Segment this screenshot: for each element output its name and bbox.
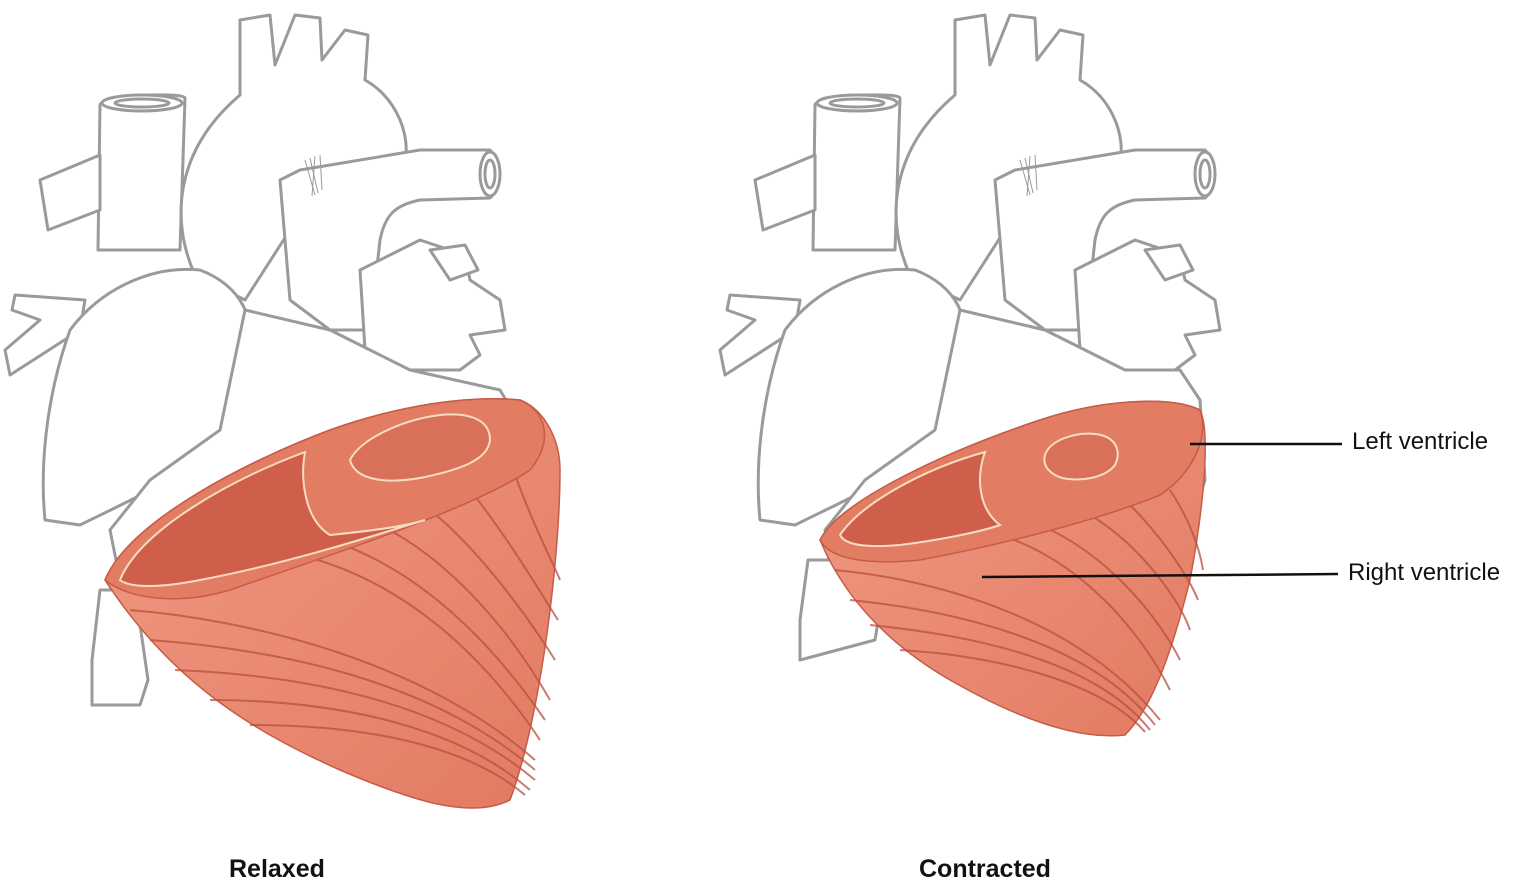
ligament-fibers xyxy=(1019,154,1038,197)
right-ventricle-label: Right ventricle xyxy=(1348,559,1501,586)
ligament-fibers xyxy=(304,154,323,197)
contracted-heart-panel: Left ventricle Right ventricle Contracte… xyxy=(700,0,1536,888)
relaxed-heart-panel: Relaxed xyxy=(0,0,620,888)
left-ventricle-label: Left ventricle xyxy=(1352,428,1489,455)
relaxed-ventricles xyxy=(104,398,561,809)
contracted-heart-illustration xyxy=(718,13,1342,737)
contracted-caption: Contracted xyxy=(919,855,1051,883)
right-ventricle-leader-line xyxy=(981,572,1339,579)
contracted-ventricles xyxy=(819,400,1206,737)
relaxed-caption: Relaxed xyxy=(229,855,325,883)
relaxed-heart-illustration xyxy=(3,13,561,809)
